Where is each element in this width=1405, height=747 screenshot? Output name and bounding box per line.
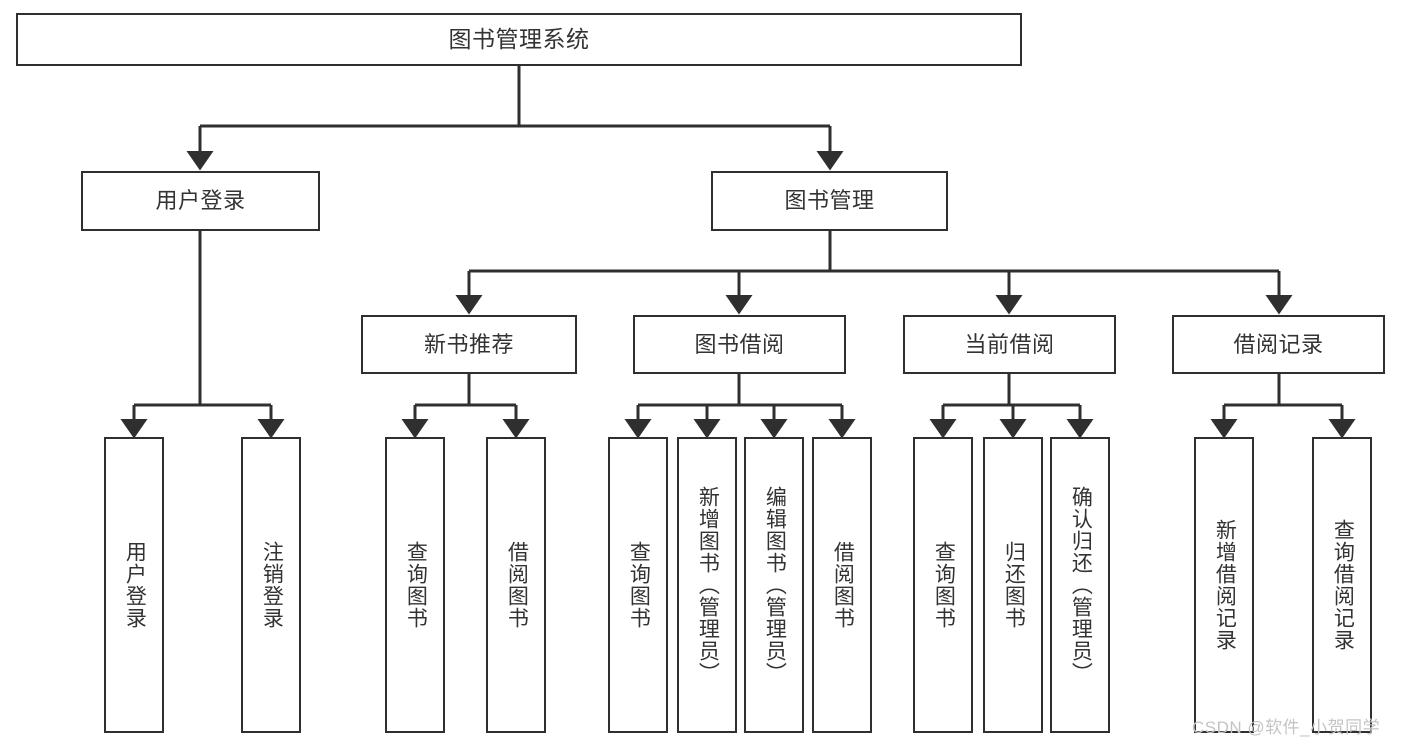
node-book-borrow[interactable]: 图书借阅 (633, 315, 846, 374)
node-leaf-return-book[interactable]: 归还图书 (983, 437, 1043, 733)
node-leaf-edit-book[interactable]: 编辑图书（管理员） (744, 437, 804, 733)
node-current-borrow-label: 当前借阅 (964, 331, 1055, 357)
node-book-manage[interactable]: 图书管理 (711, 171, 948, 231)
node-leaf-query-book-cur[interactable]: 查询图书 (913, 437, 973, 733)
node-leaf-query-book-cur-label: 查询图书 (932, 541, 956, 629)
node-user-login[interactable]: 用户登录 (81, 171, 320, 231)
node-leaf-logout[interactable]: 注销登录 (241, 437, 301, 733)
node-leaf-confirm-return-label: 确认归还（管理员） (1069, 486, 1093, 684)
watermark: CSDN @软件_小贺同学 (1192, 718, 1381, 737)
node-borrow-record[interactable]: 借阅记录 (1172, 315, 1385, 374)
node-leaf-query-record[interactable]: 查询借阅记录 (1312, 437, 1372, 733)
node-book-manage-label: 图书管理 (784, 188, 875, 214)
node-user-login-label: 用户登录 (155, 188, 246, 214)
node-leaf-borrow-book-rec[interactable]: 借阅图书 (486, 437, 546, 733)
node-leaf-query-book-rec-label: 查询图书 (404, 541, 428, 629)
node-root-label: 图书管理系统 (448, 26, 590, 53)
node-leaf-borrow-book-rec-label: 借阅图书 (505, 541, 529, 629)
node-leaf-user-login[interactable]: 用户登录 (104, 437, 164, 733)
node-new-book-recommend[interactable]: 新书推荐 (361, 315, 577, 374)
node-book-borrow-label: 图书借阅 (694, 331, 785, 357)
node-leaf-add-record[interactable]: 新增借阅记录 (1194, 437, 1254, 733)
node-leaf-query-book-borrow-label: 查询图书 (627, 541, 651, 629)
node-borrow-record-label: 借阅记录 (1233, 331, 1324, 357)
node-new-book-recommend-label: 新书推荐 (423, 331, 514, 357)
node-leaf-add-record-label: 新增借阅记录 (1213, 519, 1237, 651)
node-leaf-logout-label: 注销登录 (260, 541, 284, 629)
node-root[interactable]: 图书管理系统 (16, 13, 1022, 66)
node-leaf-confirm-return[interactable]: 确认归还（管理员） (1050, 437, 1110, 733)
node-leaf-return-book-label: 归还图书 (1002, 541, 1026, 629)
node-leaf-add-book[interactable]: 新增图书（管理员） (677, 437, 737, 733)
node-leaf-query-book-borrow[interactable]: 查询图书 (608, 437, 668, 733)
node-leaf-user-login-label: 用户登录 (123, 541, 147, 629)
node-leaf-query-record-label: 查询借阅记录 (1331, 519, 1355, 651)
node-leaf-borrow-book-label: 借阅图书 (831, 541, 855, 629)
node-current-borrow[interactable]: 当前借阅 (903, 315, 1116, 374)
node-leaf-edit-book-label: 编辑图书（管理员） (763, 486, 787, 684)
node-leaf-borrow-book[interactable]: 借阅图书 (812, 437, 872, 733)
node-leaf-query-book-rec[interactable]: 查询图书 (385, 437, 445, 733)
node-leaf-add-book-label: 新增图书（管理员） (696, 486, 720, 684)
